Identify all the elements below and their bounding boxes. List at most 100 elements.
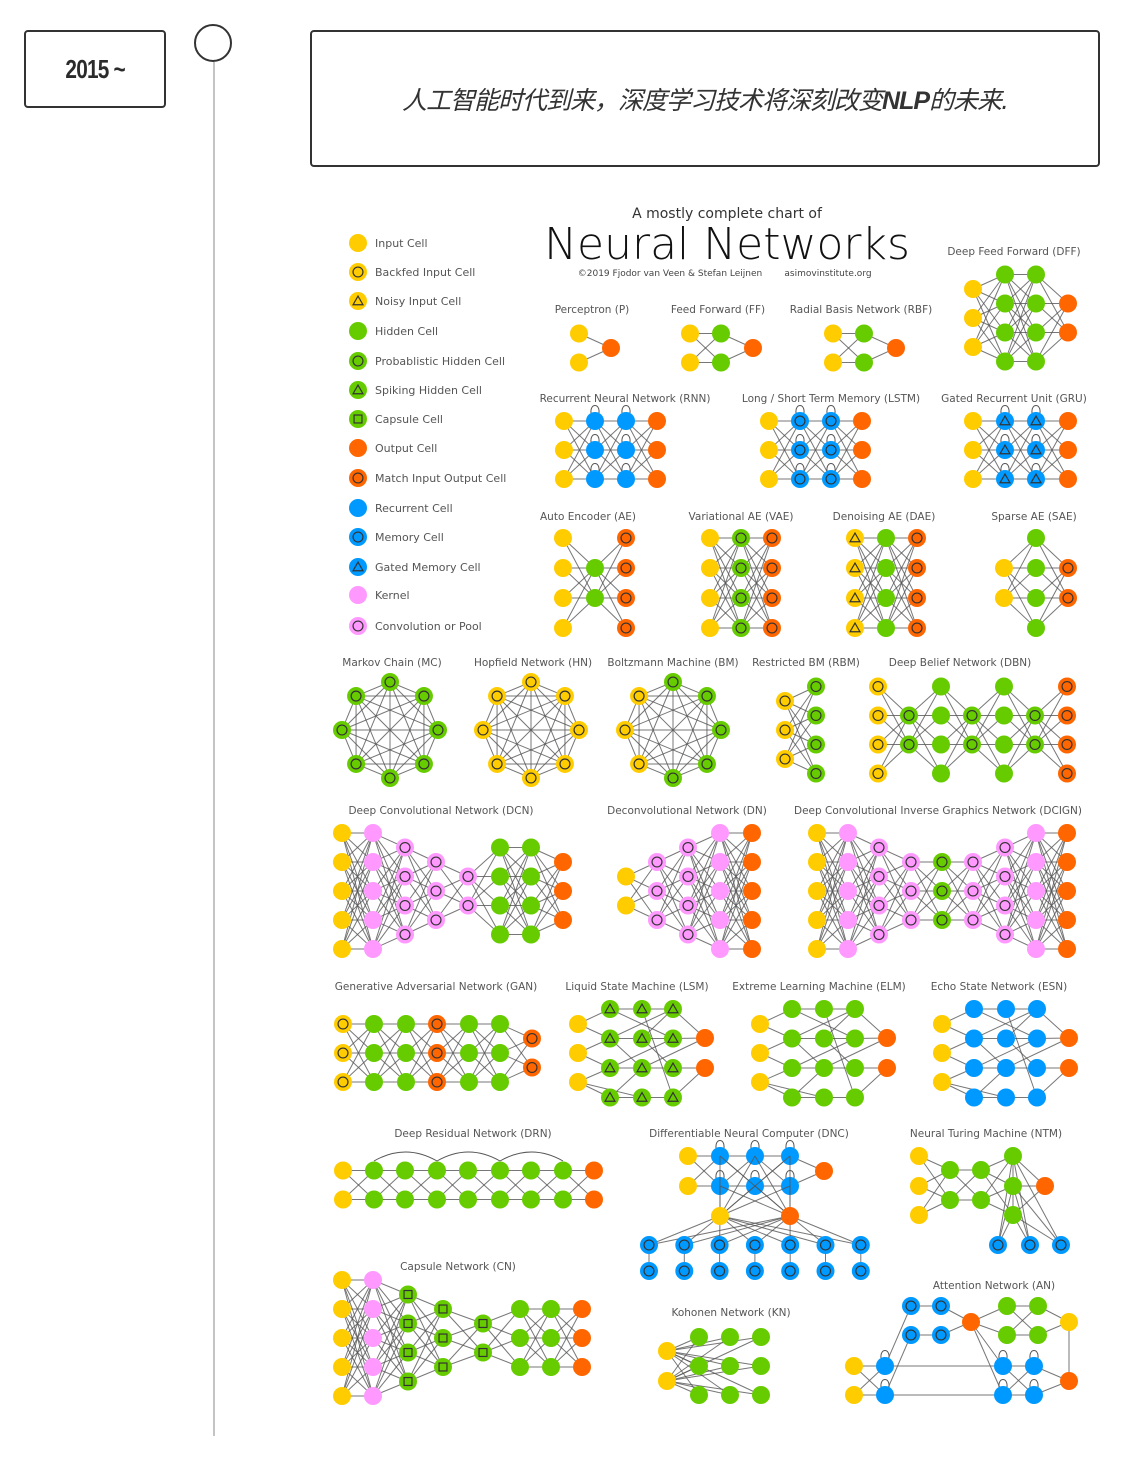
recurrent-loop <box>621 405 631 414</box>
output-cell <box>744 339 762 357</box>
hidden-cell <box>932 764 950 783</box>
edge <box>687 890 721 935</box>
dn-label: Deconvolutional Network (DN) <box>607 805 767 817</box>
hidden-circle-cell <box>381 673 399 691</box>
networks: Perceptron (P)Feed Forward (FF)Radial Ba… <box>333 246 1087 1405</box>
hidden-cell <box>491 1161 509 1180</box>
input-circle-cell <box>474 721 492 739</box>
kernel-cell <box>364 1271 382 1289</box>
input-cell <box>569 1015 587 1033</box>
hidden-cell <box>1029 1297 1047 1315</box>
input-cell <box>845 1386 863 1404</box>
hidden-tri-cell <box>664 1000 682 1018</box>
edge <box>719 890 753 950</box>
edge <box>1035 303 1069 362</box>
dff-label: Deep Feed Forward (DFF) <box>947 246 1080 258</box>
hidden-tri-cell <box>349 381 367 399</box>
edge <box>799 420 832 480</box>
edge <box>687 861 721 935</box>
description-prefix: 人工智能时代到来，深度学习技术将深刻改变 <box>402 85 883 115</box>
legend-label: Recurrent Cell <box>375 502 453 515</box>
edge <box>719 832 753 892</box>
recurrent-circle-cell <box>1052 1236 1070 1254</box>
kernel-cell <box>364 853 382 871</box>
hidden-cell <box>783 1088 801 1107</box>
edge <box>355 695 439 731</box>
input-cell <box>555 412 573 430</box>
input-cell <box>333 1358 351 1376</box>
legend-label: Probablistic Hidden Cell <box>375 355 505 368</box>
edge <box>719 832 753 921</box>
edge <box>1004 303 1037 362</box>
edge <box>1004 274 1037 362</box>
hidden-cell <box>846 1029 864 1048</box>
output-cell <box>743 824 761 842</box>
output-cell <box>853 412 871 430</box>
hidden-cell <box>752 1357 770 1375</box>
edge <box>562 567 596 629</box>
legend-label: Memory Cell <box>375 531 444 544</box>
hidden-circle-cell <box>381 769 399 787</box>
edge <box>442 1323 484 1368</box>
network-rbm: Restricted BM (RBM) <box>752 657 860 783</box>
recurrent-circle-cell <box>640 1262 658 1280</box>
recurrent-tri-cell <box>996 470 1014 488</box>
kernel-circle-cell <box>459 867 477 886</box>
output-cell <box>962 1313 980 1331</box>
network-rnn: Recurrent Neural Network (RNN) <box>540 393 710 488</box>
hidden-tri-cell <box>633 1029 651 1048</box>
rbm-label: Restricted BM (RBM) <box>752 657 860 669</box>
recurrent-cell <box>1025 1357 1043 1375</box>
hidden-cell <box>690 1386 708 1404</box>
edge <box>719 1185 791 1217</box>
input-cell <box>964 280 982 298</box>
hidden-circle-cell <box>333 721 351 739</box>
hidden-cell <box>428 1190 446 1209</box>
kernel-cell <box>839 882 857 900</box>
network-lsm: Liquid State Machine (LSM) <box>565 981 714 1107</box>
input-circle-cell <box>869 677 887 696</box>
edge <box>496 695 580 731</box>
output-cell <box>1060 1372 1078 1390</box>
hidden-cell <box>542 1300 560 1318</box>
hidden-cell <box>877 589 895 607</box>
kernel-circle-cell <box>679 896 697 915</box>
drn-label: Deep Residual Network (DRN) <box>394 1128 551 1140</box>
input-cell <box>658 1372 676 1390</box>
input-cell <box>333 882 351 900</box>
recurrent-tri-cell <box>1027 470 1045 488</box>
input-cell <box>808 824 826 842</box>
input-cell <box>760 470 778 488</box>
hidden-cell <box>397 1044 415 1062</box>
kernel-circle-cell <box>648 911 666 929</box>
hidden-cell <box>511 1300 529 1318</box>
hidden-cell <box>690 1357 708 1375</box>
input-cell <box>751 1044 769 1062</box>
edge <box>609 1008 674 1039</box>
network-sae: Sparse AE (SAE) <box>991 511 1077 637</box>
edge <box>885 567 918 629</box>
output-circle-cell <box>908 529 926 547</box>
edge <box>499 876 532 935</box>
output-circle-cell <box>763 619 781 637</box>
edge <box>407 1308 444 1382</box>
dbn-label: Deep Belief Network (DBN) <box>889 657 1032 669</box>
output-circle-cell <box>617 589 635 607</box>
description-suffix: 的未来. <box>929 85 1009 115</box>
hidden-cell <box>996 323 1014 342</box>
hidden-cell <box>396 1161 414 1180</box>
network-dff: Deep Feed Forward (DFF) <box>947 246 1081 371</box>
hidden-circle-cell <box>697 687 716 706</box>
recurrent-circle-cell <box>822 470 840 488</box>
skip-connection <box>499 1151 564 1162</box>
hidden-cell <box>1004 1147 1022 1165</box>
chart-credit: ©2019 Fjodor van Veen & Stefan Leijnen <box>578 269 762 279</box>
edge <box>854 537 887 599</box>
hidden-cell <box>752 1328 770 1346</box>
hidden-cell <box>815 1000 833 1018</box>
lsm-label: Liquid State Machine (LSM) <box>565 981 708 993</box>
input-cell <box>333 853 351 871</box>
hidden-circle-cell <box>712 721 730 739</box>
hidden-cell <box>995 735 1013 754</box>
legend-item: Backfed Input Cell <box>349 263 475 281</box>
